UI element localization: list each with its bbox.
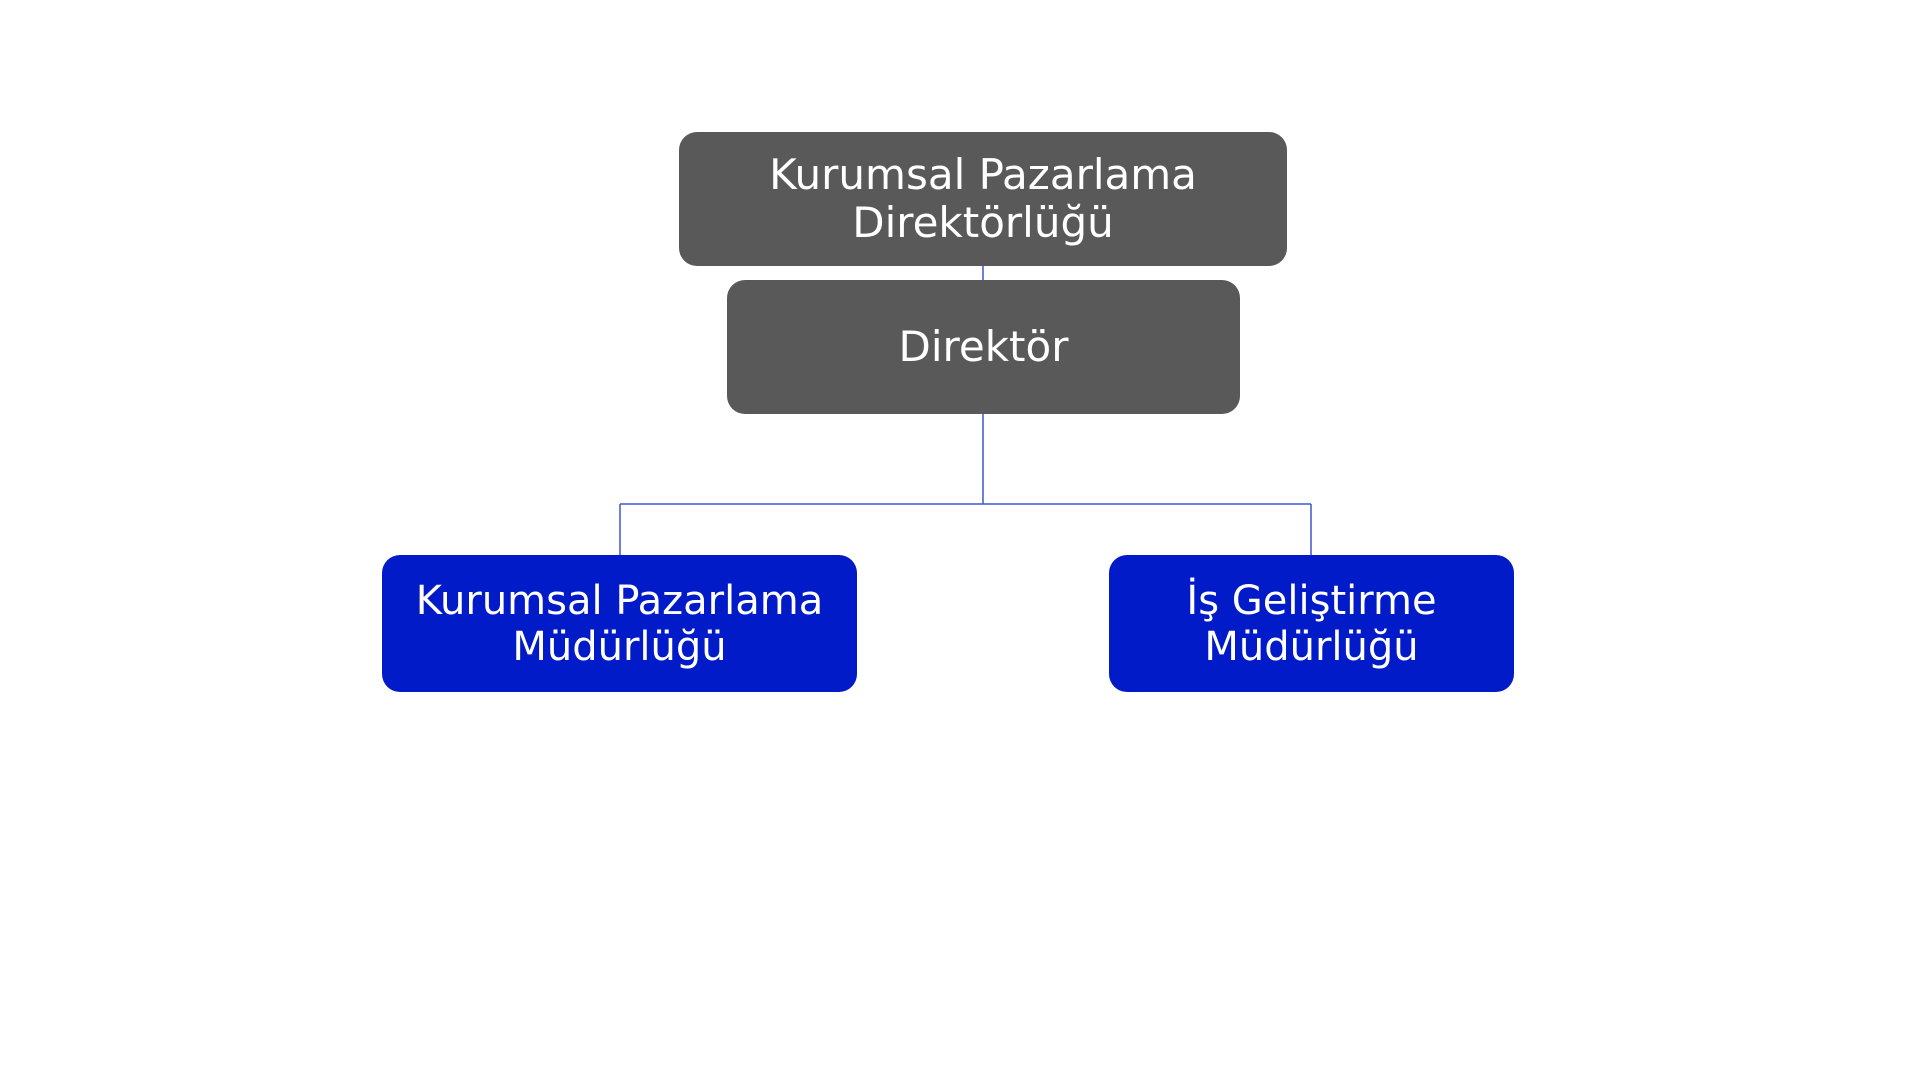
- business-development-label: İş Geliştirme Müdürlüğü: [1186, 577, 1437, 670]
- director-label: Direktör: [898, 321, 1069, 371]
- division-box: Kurumsal Pazarlama Direktörlüğü: [679, 132, 1287, 266]
- director-box: Direktör: [727, 280, 1240, 414]
- corporate-marketing-box: Kurumsal Pazarlama Müdürlüğü: [382, 555, 857, 692]
- division-label: Kurumsal Pazarlama Direktörlüğü: [769, 149, 1197, 247]
- business-development-box: İş Geliştirme Müdürlüğü: [1109, 555, 1514, 692]
- corporate-marketing-label: Kurumsal Pazarlama Müdürlüğü: [415, 577, 824, 670]
